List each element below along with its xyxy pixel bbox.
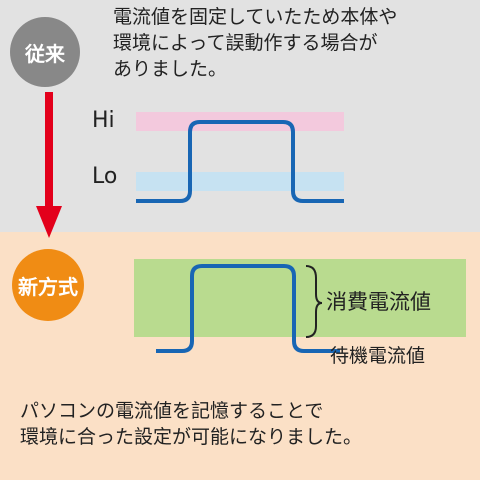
old-description-line: 電流値を固定していたため本体や (113, 6, 398, 28)
old-signal-line (136, 120, 344, 203)
old-method-description: 電流値を固定していたため本体や 環境によって誤動作する場合が ありました。 (113, 4, 473, 82)
old-description-line: 環境によって誤動作する場合が (113, 32, 378, 54)
consumption-band (134, 259, 466, 337)
new-signal-line (156, 264, 340, 353)
old-description-line: ありました。 (113, 58, 228, 80)
new-method-description: パソコンの電流値を記憶することで 環境に合った設定が可能になりました。 (20, 398, 470, 450)
new-description-line: パソコンの電流値を記憶することで (20, 400, 324, 422)
hi-level-label: Hi (92, 108, 115, 133)
lo-threshold-band (136, 172, 344, 191)
new-method-badge: 新方式 (12, 249, 84, 321)
standby-current-label: 待機電流値 (330, 345, 426, 367)
consumption-current-label: 消費電流値 (326, 290, 431, 314)
down-arrow-icon (36, 92, 62, 238)
new-description-line: 環境に合った設定が可能になりました。 (20, 426, 363, 448)
consumption-brace (305, 265, 323, 338)
lo-level-label: Lo (92, 164, 118, 189)
old-method-badge: 従来 (10, 17, 80, 87)
